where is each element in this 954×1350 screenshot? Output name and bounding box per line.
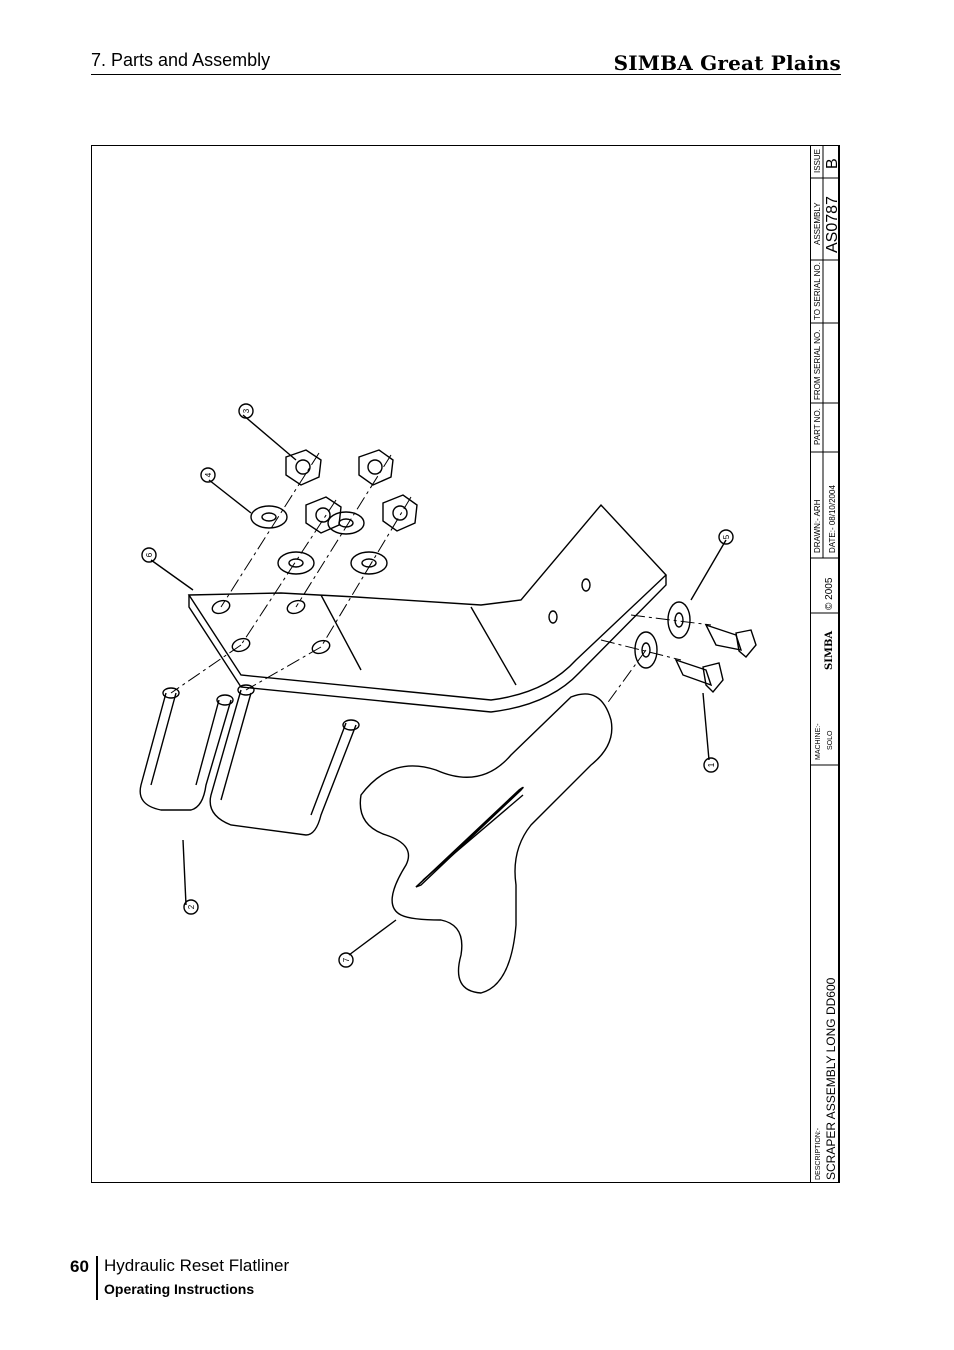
manual-title: Hydraulic Reset Flatliner (104, 1256, 290, 1275)
header-divider (91, 74, 841, 75)
title-block: ISSUE B ASSEMBLY AS0787 TO SERIAL NO. FR… (810, 145, 840, 1183)
washer-group (250, 505, 388, 575)
assembly-drawing: 3 4 6 2 7 5 1 (139, 403, 757, 994)
u-bolt (209, 689, 357, 836)
bolt (674, 658, 713, 687)
issue-label: ISSUE (813, 149, 822, 173)
u-bolt (139, 692, 232, 811)
callout-1: 1 (707, 762, 716, 767)
simba-logo: SIMBA (824, 631, 835, 670)
callout-5: 5 (722, 534, 731, 539)
copyright: © 2005 (824, 577, 835, 610)
part-no-label: PART NO. (813, 408, 822, 445)
drawing-frame (91, 145, 839, 1183)
scraper-blade (359, 693, 613, 994)
assembly-label: ASSEMBLY (813, 202, 822, 245)
machine-label: MACHINE:- (815, 723, 822, 760)
description-value: SCRAPER ASSEMBLY LONG DD600 (824, 977, 838, 1180)
nut-group (285, 449, 418, 534)
description-label: DESCRIPTION:- (815, 1127, 822, 1180)
date-label: DATE:- 08/10/2004 (828, 485, 837, 553)
brand-logo: SIMBA Great Plains (613, 51, 841, 75)
callout-4: 4 (204, 472, 213, 477)
callout-3: 3 (242, 408, 251, 413)
page-number: 60 (70, 1257, 89, 1276)
callout-7: 7 (342, 957, 351, 962)
machine-value: SOLO (827, 730, 834, 750)
assembly-value: AS0787 (824, 196, 840, 253)
callout-2: 2 (187, 904, 196, 909)
callout-6: 6 (145, 552, 154, 557)
issue-value: B (824, 158, 840, 169)
manual-subtitle: Operating Instructions (104, 1281, 255, 1297)
drawn-label: DRAWN:- ARH (813, 499, 822, 553)
section-title: 7. Parts and Assembly (91, 50, 271, 70)
from-serial-label: FROM SERIAL NO. (813, 330, 822, 400)
bolt (704, 623, 743, 651)
bracket-part (187, 503, 667, 701)
to-serial-label: TO SERIAL NO. (813, 262, 822, 320)
footer-divider (96, 1256, 98, 1300)
